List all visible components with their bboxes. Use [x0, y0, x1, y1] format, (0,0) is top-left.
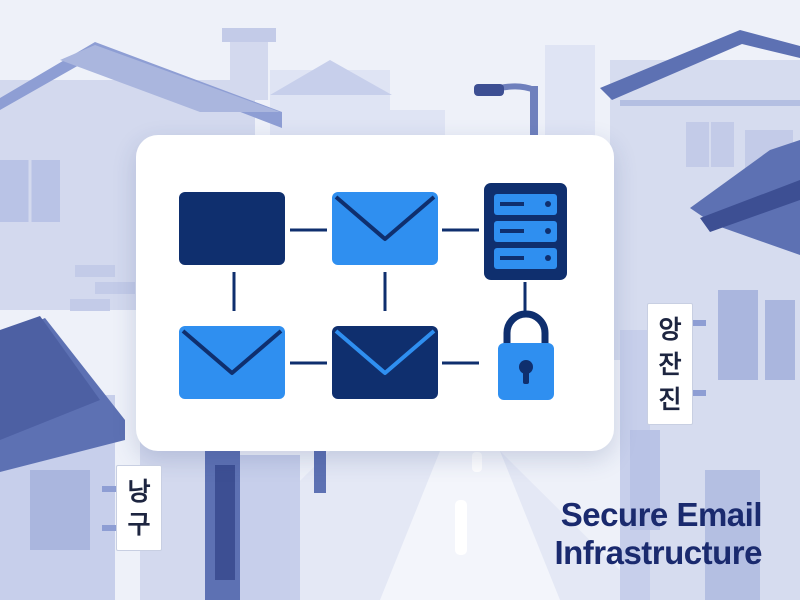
dark-rectangle-icon: [179, 192, 285, 265]
envelope-icon: [332, 192, 438, 265]
envelope-icon: [179, 326, 285, 399]
title-line-1: Secure Email: [560, 496, 763, 533]
sign-char: 앙: [658, 314, 682, 344]
sign-char: 진: [658, 384, 682, 414]
email-infrastructure-diagram-card: [136, 135, 614, 451]
server-icon: [484, 183, 567, 280]
padlock-icon: [498, 310, 554, 400]
sign-char: 구: [127, 510, 151, 539]
title-line-2: Infrastructure: [554, 534, 762, 571]
envelope-icon: [332, 326, 438, 399]
hangul-sign-left: 낭 구: [116, 465, 162, 551]
sign-char: 낭: [127, 477, 151, 506]
diagram: [179, 183, 567, 400]
hangul-sign-right: 앙 잔 진: [647, 303, 693, 425]
page-title: Secure Email Infrastructure: [500, 496, 762, 572]
connector-lines: [232, 228, 527, 365]
sign-char: 잔: [658, 349, 682, 379]
